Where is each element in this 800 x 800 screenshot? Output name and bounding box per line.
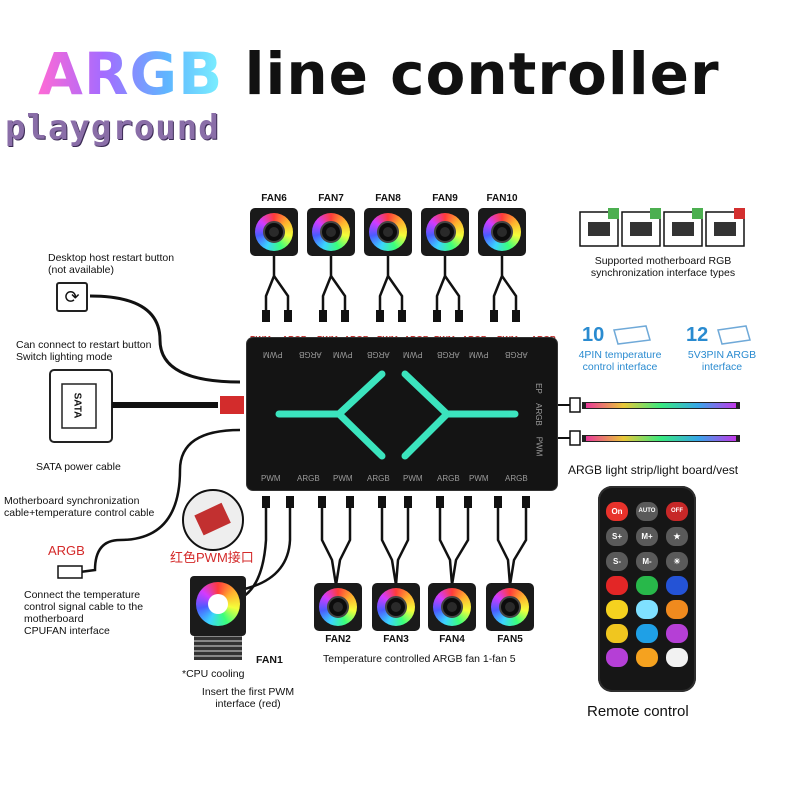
mobo-sync-cable (79, 428, 241, 574)
sata-red-plug (220, 396, 244, 414)
cpu-cooling-label: *CPU cooling (182, 668, 245, 680)
remote-color-button (636, 648, 658, 667)
fan-label: FAN9 (432, 193, 458, 204)
remote-auto-button: AUTO (636, 502, 658, 521)
hub-port-label: PWM (333, 474, 353, 483)
remote-label: Remote control (587, 703, 689, 720)
remote-color-button (666, 624, 688, 643)
brand-watermark: playground (5, 108, 220, 148)
remote-color-button (666, 600, 688, 619)
rgb-fan-icon (421, 208, 469, 256)
hub-port-label: ARGB (505, 350, 528, 359)
remote-mode-down-button: M- (636, 552, 658, 571)
rgb-fan-icon (372, 583, 420, 631)
page-title: ARGB line controller (38, 40, 720, 108)
hub-port-label: ARGB (367, 350, 390, 359)
hub-port-label: PWM (403, 474, 423, 483)
remote-color-button (606, 648, 628, 667)
fan-label: FAN5 (497, 634, 523, 645)
supported-interfaces-icons (579, 208, 745, 247)
remote-color-button (636, 600, 658, 619)
rgb-fan-icon (250, 208, 298, 256)
title-rest: line controller (223, 40, 720, 108)
hub-port-label: PWM (263, 350, 283, 359)
hub-port-label: PWM (469, 350, 489, 359)
rgb-fan-icon (486, 583, 534, 631)
hub-side-argb: ARGB (533, 403, 543, 426)
hub-port-label: ARGB (505, 474, 528, 483)
sata-plate: SATA (71, 392, 83, 419)
fan-label: FAN6 (261, 193, 287, 204)
fan-label: FAN10 (486, 193, 518, 204)
fan-label: FAN8 (375, 193, 401, 204)
hub-side-ep: EP (533, 383, 543, 394)
hub-port-label: ARGB (437, 350, 460, 359)
rgb-fan-icon (478, 208, 526, 256)
temp-fans-label: Temperature controlled ARGB fan 1-fan 5 (323, 653, 516, 665)
hub-port-label: ARGB (367, 474, 390, 483)
title-argb: ARGB (38, 40, 224, 108)
fan-label: FAN7 (318, 193, 344, 204)
hub-port-label: PWM (333, 350, 353, 359)
pin4-count: 10 (582, 324, 605, 346)
fan1-label: FAN1 (256, 654, 283, 666)
hub-port-label: PWM (261, 474, 281, 483)
rgb-fan-icon (364, 208, 412, 256)
remote-off-button: OFF (666, 502, 688, 521)
remote-color-button (666, 648, 688, 667)
restart-button-icon: ⟳ (56, 282, 88, 312)
hub-side-pwm: PWM (534, 436, 544, 457)
hub-port-label: PWM (469, 474, 489, 483)
remote-mode-up-button: M+ (636, 527, 658, 546)
remote-speed-up-button: S+ (606, 527, 628, 546)
remote-star-icon: ★ (666, 527, 688, 546)
pin-icons (613, 325, 751, 345)
remote-speed-down-button: S- (606, 552, 628, 571)
rgb-fan-icon (307, 208, 355, 256)
rgb-fan-icon (428, 583, 476, 631)
remote-color-button (636, 576, 658, 595)
restart-cable (89, 294, 241, 384)
remote-color-button (666, 576, 688, 595)
remote-brightness-icon: ☀ (666, 552, 688, 571)
argb-tag: ARGB (48, 543, 85, 558)
hub-port-label: ARGB (297, 474, 320, 483)
pin5-count: 12 (686, 324, 709, 346)
remote-color-button (636, 624, 658, 643)
remote-color-button (606, 576, 628, 595)
hub-light-icon (275, 370, 519, 460)
strip-label: ARGB light strip/light board/vest (568, 463, 739, 477)
controller-hub: PWM ARGB PWM ARGB PWM ARGB PWM ARGB PWM … (247, 338, 557, 490)
rgb-fan-icon (314, 583, 362, 631)
fan-label: FAN4 (439, 634, 465, 645)
fan-label: FAN2 (325, 634, 351, 645)
remote-control: On AUTO OFF S+ M+ ★ S- M- ☀ (598, 486, 696, 692)
remote-color-button (606, 624, 628, 643)
cpu-cooler-icon (188, 576, 248, 664)
hub-port-label: ARGB (299, 350, 322, 359)
mobo-sync-plug (57, 565, 83, 579)
red-pwm-label: 红色PWM接口 (170, 550, 254, 565)
sata-label: SATA power cable (36, 461, 121, 473)
restart-button-label: Desktop host restart button(not availabl… (48, 252, 175, 276)
remote-color-button (606, 600, 628, 619)
remote-on-button: On (606, 502, 628, 521)
hub-port-label: PWM (403, 350, 423, 359)
fan-label: FAN3 (383, 634, 409, 645)
hub-port-label: ARGB (437, 474, 460, 483)
